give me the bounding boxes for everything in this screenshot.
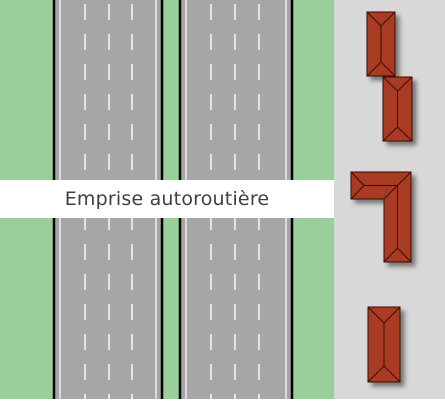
house-roof-icon	[382, 76, 413, 142]
right-of-way-label: Emprise autoroutière	[64, 188, 270, 210]
right-of-way-label-band: Emprise autoroutière	[0, 180, 334, 218]
house-roof-icon	[366, 11, 396, 77]
lane-markings	[84, 4, 260, 399]
l-shaped-house-roof-icon	[350, 171, 412, 263]
house-roof-icon	[367, 306, 401, 383]
